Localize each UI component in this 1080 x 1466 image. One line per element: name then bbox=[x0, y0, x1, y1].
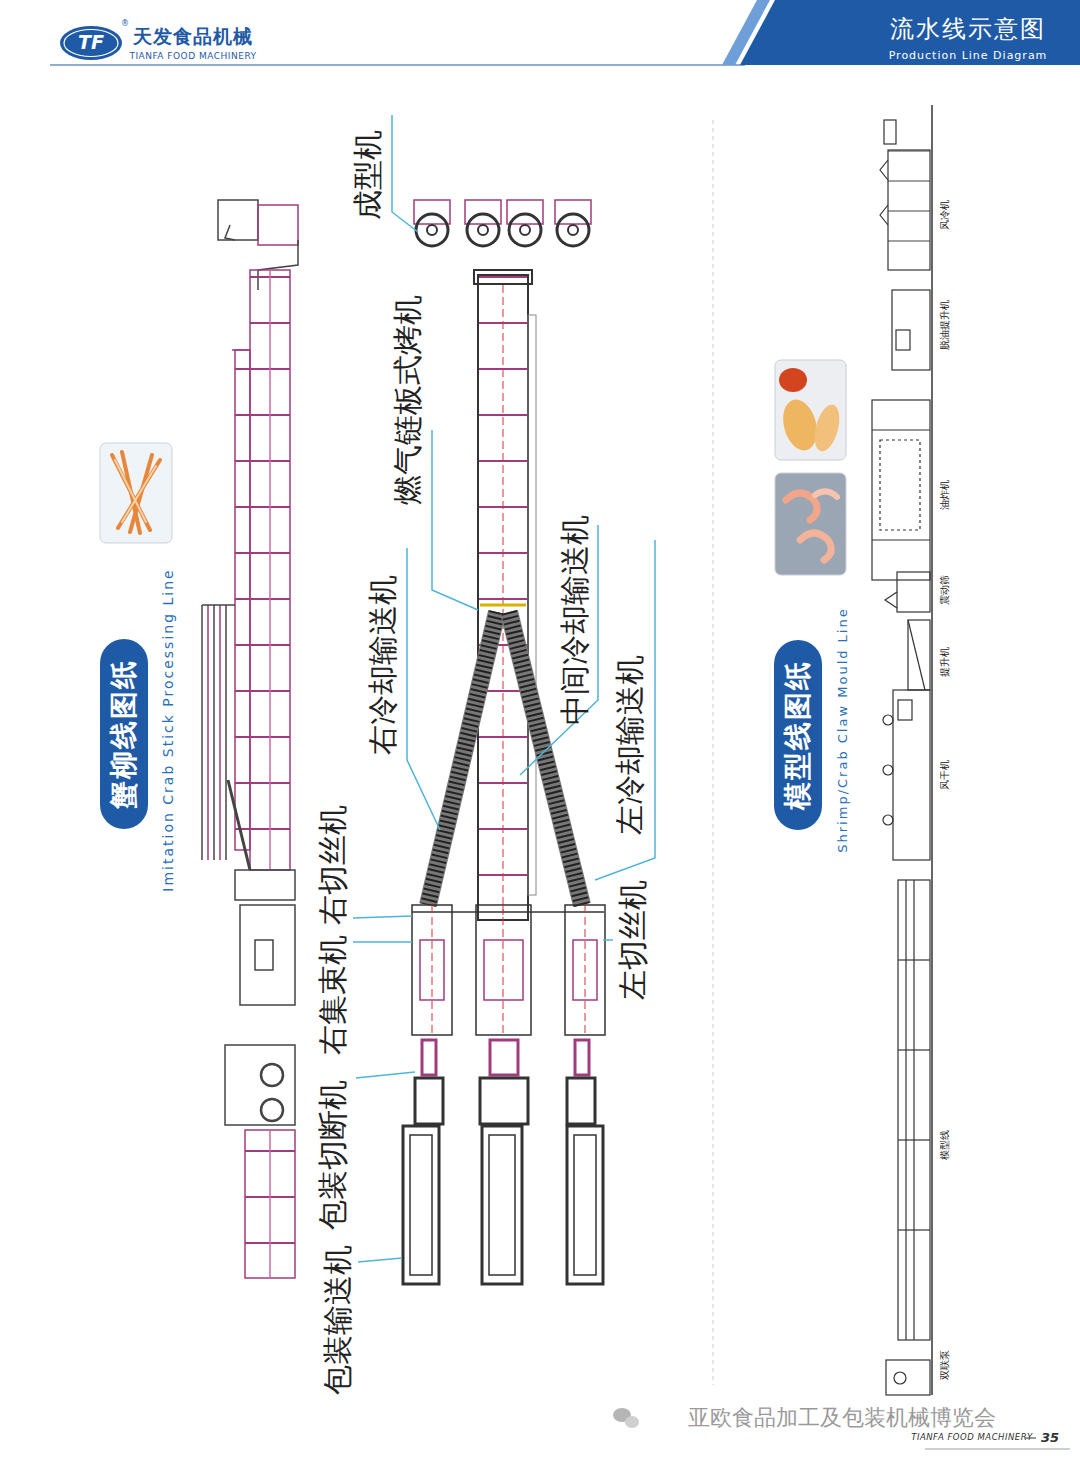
machine-label: 左冷却输送机 bbox=[613, 655, 648, 835]
machine-label: 燃气链板式烤机 bbox=[391, 295, 426, 505]
machine-label: 震动筛 bbox=[939, 575, 951, 605]
watermark: 亚欧食品加工及包装机械博览会 bbox=[688, 1405, 996, 1430]
machine-label: 风冷机 bbox=[939, 200, 951, 230]
page-title: 流水线示意图 bbox=[890, 16, 1046, 44]
brand-name-en: TIANFA FOOD MACHINERY bbox=[129, 51, 256, 61]
machine-label: 包装输送机 bbox=[321, 1245, 356, 1395]
machine-label: 成型机 bbox=[351, 130, 386, 220]
machine-label: 提升机 bbox=[939, 647, 951, 677]
page-number: 35 bbox=[1041, 1431, 1059, 1446]
subtitle: Production Line Diagram bbox=[889, 50, 1048, 63]
pill-text: 蟹柳线图纸 bbox=[105, 659, 143, 809]
machine-label: 模型线 bbox=[939, 1130, 951, 1160]
brand-name: 天发食品机械 bbox=[133, 26, 253, 48]
machine-label: 双联泵 bbox=[939, 1350, 951, 1380]
machine-label: 右集束机 bbox=[316, 935, 351, 1055]
title-pill: 蟹柳线图纸 bbox=[100, 639, 148, 829]
machine-label: 风干机 bbox=[939, 760, 951, 790]
footer-brand: TIANFA FOOD MACHINERY bbox=[911, 1433, 1033, 1443]
machine-label: 左切丝机 bbox=[616, 880, 651, 1000]
machine-label: 包装切断机 bbox=[316, 1080, 351, 1230]
logo-mark: ® bbox=[121, 19, 129, 28]
line-name-en: Shrimp/Crab Claw Mould Line bbox=[836, 607, 851, 852]
line-name-en: Imitation Crab Stick Processing Line bbox=[160, 568, 176, 891]
machine-label: 中间冷却输送机 bbox=[558, 515, 593, 725]
machine-label: 右切丝机 bbox=[316, 805, 351, 925]
machine-label: 右冷却输送机 bbox=[366, 575, 401, 755]
title-pill: 模型线图纸 bbox=[774, 640, 822, 830]
machine-label: 脱油提升机 bbox=[939, 300, 951, 350]
logo-text: TF bbox=[78, 32, 104, 54]
pill-text: 模型线图纸 bbox=[779, 660, 817, 810]
machine-label: 油炸机 bbox=[939, 480, 951, 510]
